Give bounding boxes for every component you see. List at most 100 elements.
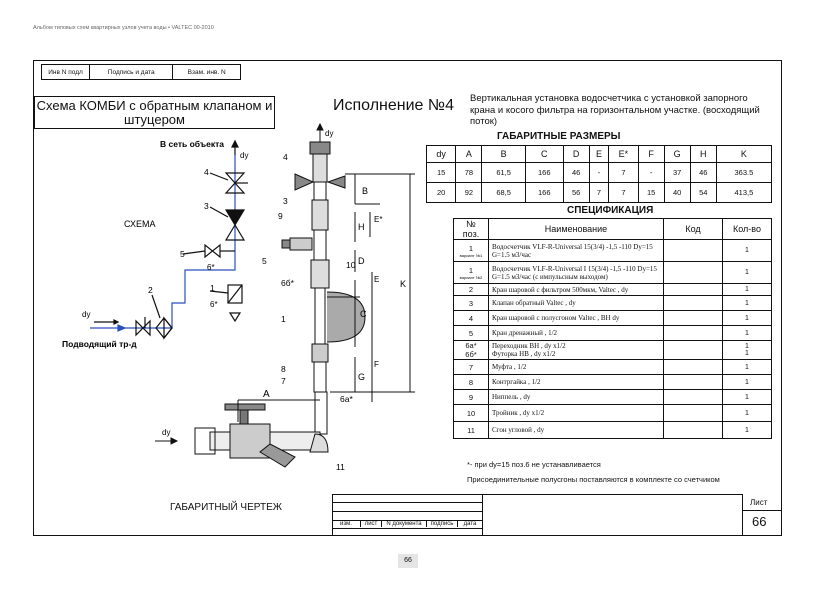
drawing-num-10: 10 xyxy=(346,260,356,270)
spec-code xyxy=(663,340,723,360)
dims-cell: 7 xyxy=(588,182,610,203)
dims-header: H xyxy=(689,145,717,163)
spec-name: Муфта , 1/2 xyxy=(488,359,664,375)
spec-name: Тройник , dy x1/2 xyxy=(488,404,664,422)
gab-drawing-label: ГАБАРИТНЫЙ ЧЕРТЕЖ xyxy=(170,502,283,513)
vzam-label: Взам. инв. N xyxy=(187,68,226,76)
dim-G: G xyxy=(358,372,365,382)
dims-cell: 54 xyxy=(689,182,717,203)
scheme-six-star-1: 6* xyxy=(207,263,215,272)
spec-row: 9 Ниппель , dy 1 xyxy=(453,389,772,405)
dims-cell: - xyxy=(637,162,665,183)
spec-pos: 5 xyxy=(453,325,489,341)
spec-title: СПЕЦИФИКАЦИЯ xyxy=(567,205,654,216)
spec-pos-text: 10 xyxy=(466,408,476,418)
spec-row: 6а* 6б*Переходник ВН , dy x1/2 Футорка Н… xyxy=(453,340,772,360)
spec-qty: 1 xyxy=(722,283,772,296)
spec-qty: 1 xyxy=(722,389,772,405)
scheme-num-2: 2 xyxy=(148,285,153,295)
spec-qty: 1 xyxy=(722,261,772,284)
dims-cell: 92 xyxy=(455,182,483,203)
spec-pos: 4 xyxy=(453,310,489,326)
spec-qty: 1 xyxy=(722,295,772,311)
spec-qty: 1 xyxy=(722,325,772,341)
drawing-num-4: 4 xyxy=(283,152,288,162)
dims-cell: 61,5 xyxy=(481,162,526,183)
dims-cell: 68,5 xyxy=(481,182,526,203)
spec-pos: 3 xyxy=(453,295,489,311)
drawing-num-1: 1 xyxy=(281,314,286,324)
spec-pos: 9 xyxy=(453,389,489,405)
spec-pos-text: 2 xyxy=(468,285,474,294)
dims-cell: 78 xyxy=(455,162,483,183)
spec-pos: 7 xyxy=(453,359,489,375)
dim-B: B xyxy=(362,186,368,196)
drawing-num-6a: 6а* xyxy=(340,394,353,404)
supply-label: Подводящий тр-д xyxy=(62,339,137,349)
dims-cell: 46 xyxy=(562,162,590,183)
dim-K: K xyxy=(400,279,406,289)
spec-name: Кран дренажный , 1/2 xyxy=(488,325,664,341)
spec-qty: 1 xyxy=(722,404,772,422)
col-date: дата xyxy=(463,521,477,527)
spec-variant: вариант №2 xyxy=(459,274,483,280)
dims-cell: 40 xyxy=(663,182,691,203)
scheme-title: Схема КОМБИ с обратным клапаном и штуцер… xyxy=(34,96,275,129)
spec-pos-text: 4 xyxy=(468,313,474,323)
sheet-label: Лист xyxy=(750,498,768,507)
spec-name: Кран шаровой с полусгоном Valtec , ВН dy xyxy=(488,310,664,326)
spec-pos-text: 1 xyxy=(468,265,474,275)
dim-E-star: E* xyxy=(374,215,382,224)
scheme-num-4: 4 xyxy=(204,167,209,177)
spec-pos-text: 7 xyxy=(468,362,474,372)
spec-name: Клапан обратный Valtec , dy xyxy=(488,295,664,311)
col-izm: изм. xyxy=(332,521,361,527)
spec-variant: вариант №1 xyxy=(459,252,483,258)
drawing-num-11: 11 xyxy=(336,462,345,472)
spec-header: Наименование xyxy=(488,218,664,240)
dims-cell: 15 xyxy=(637,182,665,203)
dims-cell: 166 xyxy=(524,182,564,203)
description: Вертикальная установка водосчетчика с ус… xyxy=(470,93,760,127)
spec-name: Ниппель , dy xyxy=(488,389,664,405)
drawing-num-3: 3 xyxy=(283,196,288,206)
spec-qty: 1 xyxy=(722,421,772,439)
drawing-dy-bottom: dy xyxy=(162,428,170,437)
dim-F: F xyxy=(374,360,379,369)
spec-code xyxy=(663,374,723,390)
spec-name: Водосчетчик VLF-R-Universal I 15(3/4) -1… xyxy=(488,261,664,284)
album-header: Альбом типовых схем квартирных узлов уче… xyxy=(33,25,214,31)
dims-header: D xyxy=(562,145,590,163)
sign-date-label: Подпись и дата xyxy=(90,65,174,79)
spec-code xyxy=(663,325,723,341)
dims-header: F xyxy=(637,145,665,163)
dims-header: E xyxy=(588,145,610,163)
dims-header: A xyxy=(455,145,483,163)
dims-cell: - xyxy=(588,162,610,183)
spec-row: 4 Кран шаровой с полусгоном Valtec , ВН d… xyxy=(453,310,772,326)
spec-pos: 2 xyxy=(453,283,489,296)
spec-name: Сгон угловой , dy xyxy=(488,421,664,439)
spec-code xyxy=(663,359,723,375)
spec-pos-text: 3 xyxy=(468,298,474,308)
spec-code xyxy=(663,389,723,405)
drawing-num-5: 5 xyxy=(262,256,267,266)
spec-pos: 11 xyxy=(453,421,489,439)
scheme-dy-in: dy xyxy=(82,310,90,319)
spec-qty: 1 xyxy=(722,310,772,326)
note-2: Присоединительные полусгоны поставляются… xyxy=(467,475,720,484)
col-sign: подпись xyxy=(427,521,458,527)
spec-pos-text: 9 xyxy=(468,392,474,402)
spec-header: Код xyxy=(663,218,723,240)
title-block: изм. лист N документа подпись дата Лист … xyxy=(332,494,782,536)
spec-qty: 1 xyxy=(722,374,772,390)
